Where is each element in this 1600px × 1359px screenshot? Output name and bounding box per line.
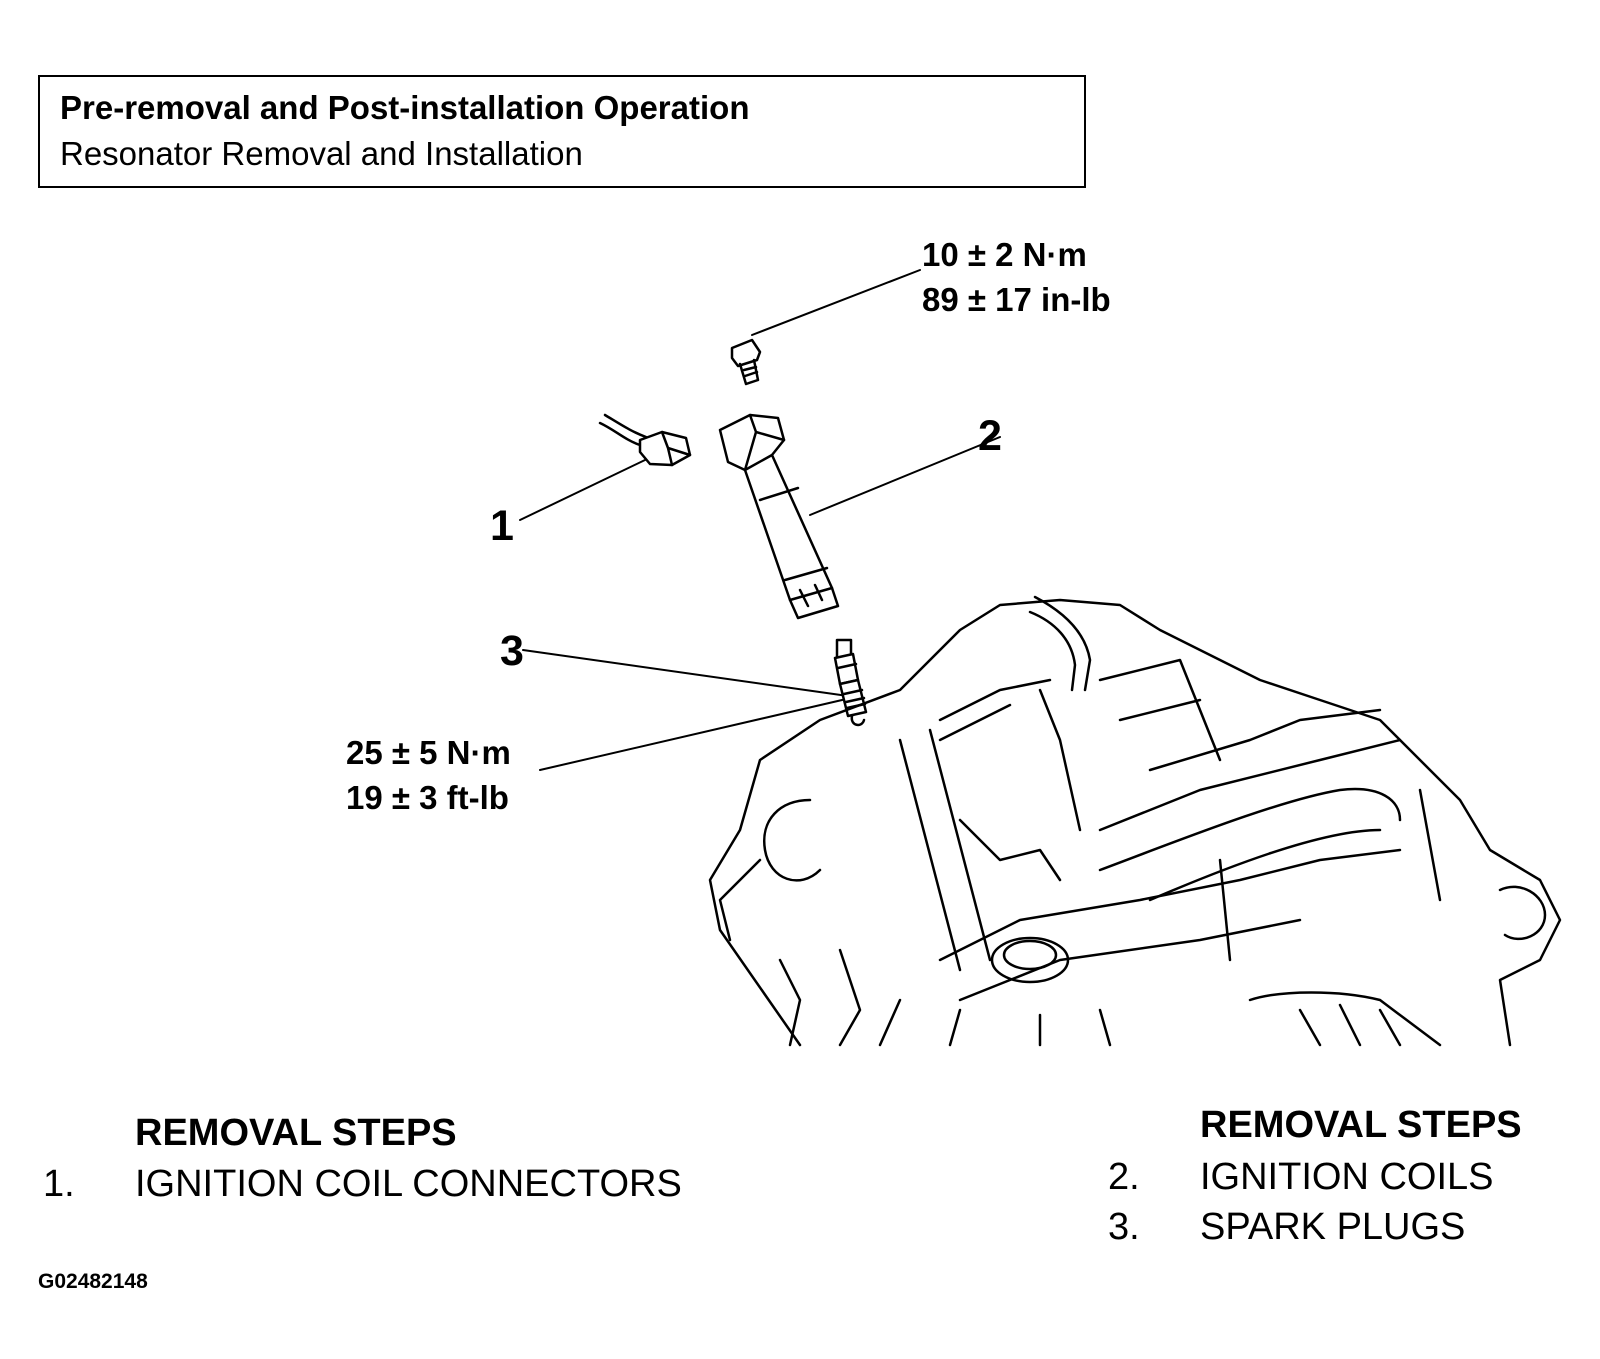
bolt-icon (730, 338, 762, 386)
torque-spec-spark-plug: 25 ± 5 N·m 19 ± 3 ft-lb (346, 730, 511, 820)
leader-callout-2 (809, 436, 1001, 516)
header-subtitle: Resonator Removal and Installation (60, 135, 583, 172)
leader-callout-3 (522, 649, 856, 698)
torque-plug-imperial: 19 ± 3 ft-lb (346, 779, 509, 816)
step-text: SPARK PLUGS (1200, 1206, 1466, 1248)
leader-torque-plug (539, 696, 856, 771)
step-text: IGNITION COILS (1200, 1156, 1494, 1198)
step-number: 1. (43, 1163, 75, 1205)
header-box: Pre-removal and Post-installation Operat… (38, 75, 1086, 188)
ignition-coil-icon (718, 413, 840, 620)
callout-2: 2 (978, 412, 1002, 460)
leader-callout-1 (519, 459, 646, 521)
torque-plug-metric: 25 ± 5 N·m (346, 734, 511, 771)
callout-3: 3 (500, 627, 524, 675)
step-number: 2. (1108, 1156, 1140, 1198)
spark-plug-icon (833, 638, 868, 727)
step-text: IGNITION COIL CONNECTORS (135, 1163, 682, 1205)
engine-block-icon (708, 595, 1562, 1047)
torque-coil-imperial: 89 ± 17 in-lb (922, 281, 1111, 318)
step-number: 3. (1108, 1206, 1140, 1248)
ignition-coil-connector-icon (598, 413, 692, 467)
torque-coil-metric: 10 ± 2 N·m (922, 236, 1087, 273)
figure-id: G02482148 (38, 1270, 148, 1293)
leader-torque-coil (751, 269, 921, 336)
torque-spec-coil-bolt: 10 ± 2 N·m 89 ± 17 in-lb (922, 232, 1111, 322)
removal-steps-heading-left: REMOVAL STEPS (135, 1112, 457, 1154)
header-title: Pre-removal and Post-installation Operat… (60, 89, 750, 126)
removal-steps-heading-right: REMOVAL STEPS (1200, 1104, 1522, 1146)
callout-1: 1 (490, 502, 514, 550)
leader-lines (519, 269, 1001, 771)
